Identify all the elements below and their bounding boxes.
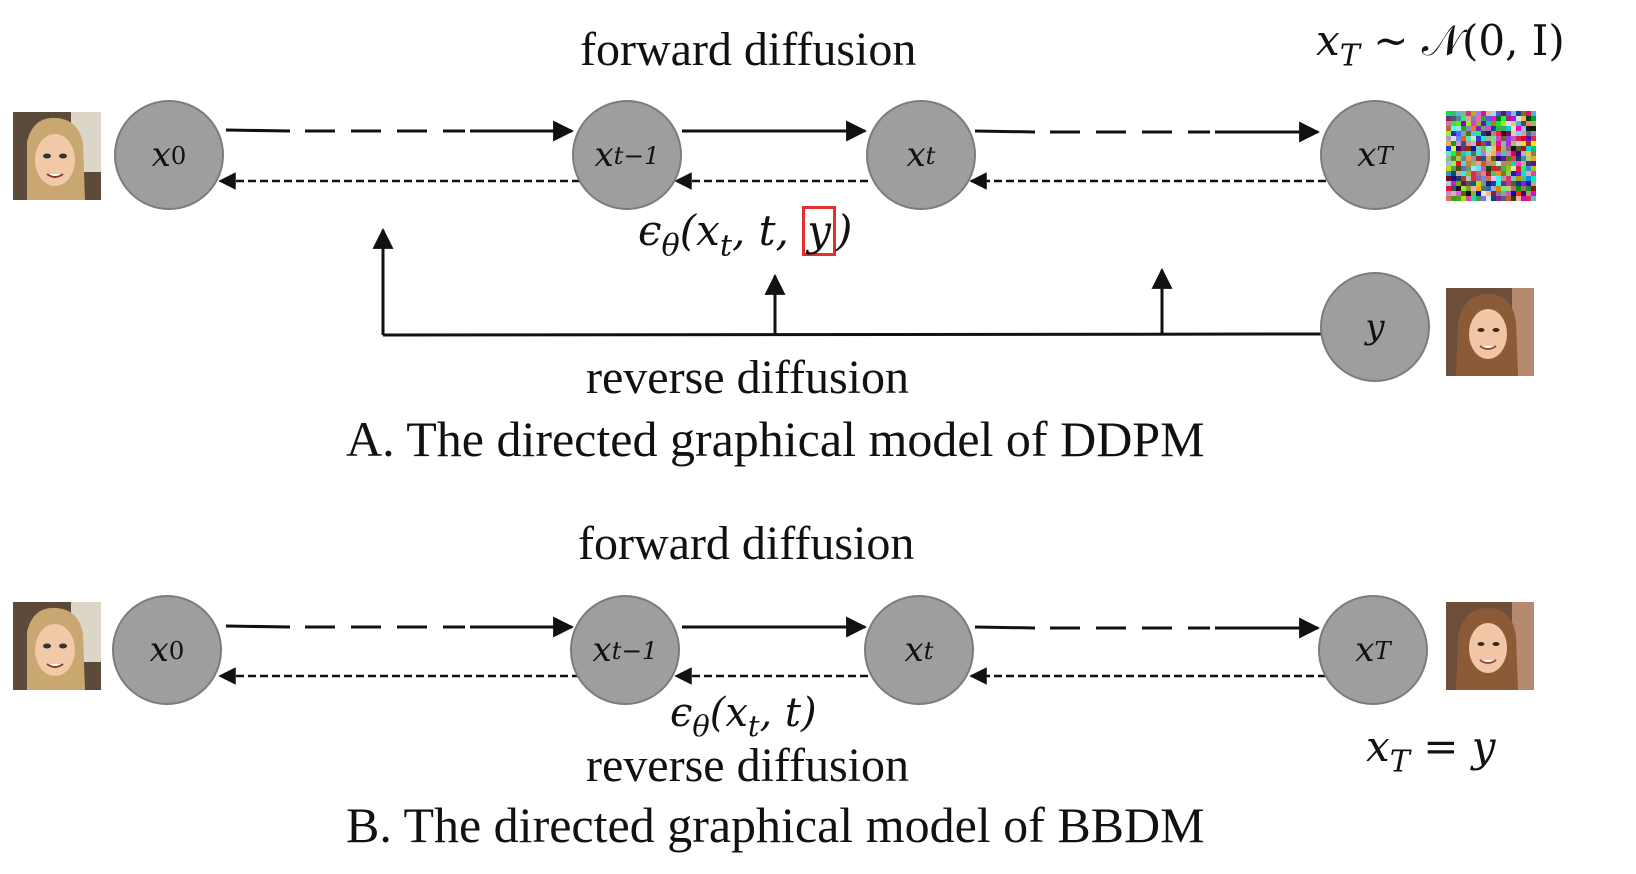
endpoint-equation: xT = y: [1366, 722, 1496, 780]
bbdm-edges: [218, 616, 1326, 685]
prior-equation: xT ~ 𝒩(0, I): [1316, 16, 1565, 74]
forward-diffusion-label: forward diffusion: [580, 23, 917, 76]
panel-ddpm: forward diffusion xT ~ 𝒩(0, I): [13, 16, 1565, 467]
node-y: y: [1320, 272, 1430, 382]
caption-bbdm: B. The directed graphical model of BBDM: [346, 797, 1205, 853]
photo-face-image: [1446, 602, 1534, 690]
noise-predictor: ϵθ(xt, t): [670, 690, 817, 744]
caption-ddpm: A. The directed graphical model of DDPM: [346, 411, 1205, 467]
cartoon-face-image: [13, 602, 101, 690]
ddpm-edges: [218, 120, 1326, 337]
photo-face-image: [1446, 288, 1534, 376]
reverse-diffusion-label: reverse diffusion: [586, 739, 910, 792]
forward-edges: [225, 120, 1321, 143]
noise-predictor-conditional: ϵθ(xt, t, y): [638, 206, 853, 264]
forward-edges: [225, 616, 1321, 639]
forward-diffusion-label: forward diffusion: [578, 517, 915, 570]
condition-highlight: y: [802, 206, 836, 257]
cartoon-face-image: [13, 112, 101, 200]
condition-edges: [372, 227, 1323, 337]
reverse-diffusion-label: reverse diffusion: [586, 351, 910, 404]
gaussian-noise-image: [1446, 111, 1536, 201]
